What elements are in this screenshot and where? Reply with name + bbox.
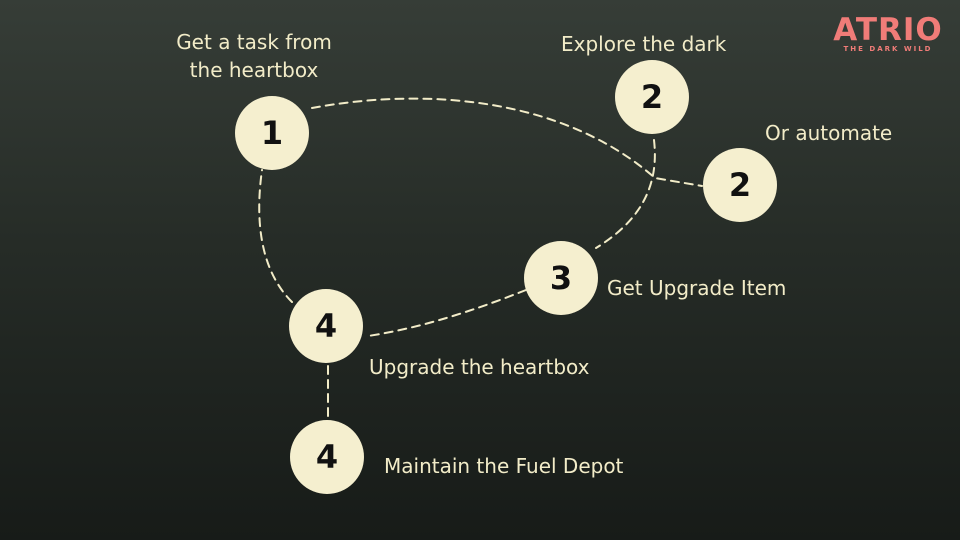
step-number: 4 — [315, 438, 339, 476]
step-number: 2 — [640, 78, 664, 116]
atrio-logo: ATRIO THE DARK WILD — [832, 14, 944, 53]
logo-title: ATRIO — [833, 12, 943, 48]
edge-n1-to-n2b — [311, 97, 703, 187]
step-label-4-maintain: Maintain the Fuel Depot — [384, 454, 624, 478]
step-label-2-automate: Or automate — [765, 121, 893, 145]
edge-n2a-to-n3 — [595, 139, 656, 249]
edge-n3-to-n4a — [367, 289, 527, 337]
logo-subtitle: THE DARK WILD — [843, 45, 933, 53]
step-label-1-line-1: Get a task from — [176, 30, 332, 54]
step-label-3: Get Upgrade Item — [607, 276, 787, 300]
step-number: 4 — [314, 307, 338, 345]
step-node-3: 3 — [524, 241, 598, 315]
step-node-2-explore: 2 — [615, 60, 689, 134]
step-number: 1 — [260, 114, 284, 152]
step-node-4-maintain: 4 — [290, 420, 364, 494]
step-node-4-upgrade: 4 — [289, 289, 363, 363]
step-number: 2 — [728, 166, 752, 204]
step-label-1: Get a task from the heartbox — [164, 28, 344, 84]
step-node-2-automate: 2 — [703, 148, 777, 222]
step-label-4-upgrade: Upgrade the heartbox — [369, 355, 590, 379]
step-label-2-explore: Explore the dark — [561, 32, 727, 56]
edge-n4a-to-n1 — [258, 169, 293, 303]
step-label-1-line-2: the heartbox — [189, 58, 319, 82]
step-number: 3 — [549, 259, 573, 297]
step-node-1: 1 — [235, 96, 309, 170]
